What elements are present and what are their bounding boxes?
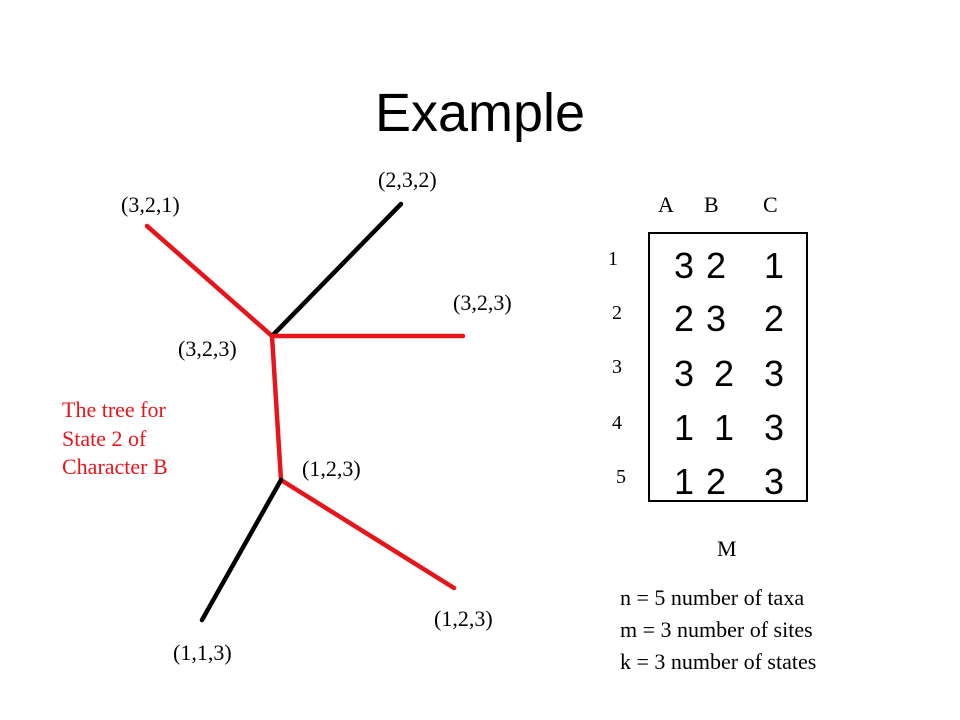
- matrix-row-number: 3: [612, 356, 622, 378]
- node-label-top-leaf: (2,3,2): [378, 167, 437, 192]
- caption-line: Character B: [62, 454, 168, 480]
- matrix-column-header: A: [658, 192, 674, 217]
- matrix-cell: 2: [763, 298, 785, 339]
- node-label-right-leaf: (3,2,3): [453, 290, 512, 315]
- matrix-cell: 3: [763, 407, 785, 448]
- parameter-list: n = 5 number of taxa m = 3 number of sit…: [620, 582, 816, 678]
- matrix-cell: 3: [763, 353, 785, 394]
- matrix-cell: 2: [673, 298, 695, 339]
- matrix-cell: 3: [705, 298, 727, 339]
- matrix-row-number: 4: [612, 412, 622, 434]
- parameter-line: k = 3 number of states: [620, 648, 817, 674]
- edge-bottom-left-leaf: [199, 477, 284, 623]
- parameter-line: n = 5 number of taxa: [620, 585, 805, 610]
- matrix-cell: 2: [705, 461, 727, 502]
- matrix-row-number: 5: [616, 466, 626, 488]
- parameter-line: m = 3 number of sites: [620, 616, 813, 642]
- edge-bottom-right-leaf: [278, 477, 457, 591]
- node-label-bottom-right-leaf: (1,2,3): [434, 606, 493, 631]
- caption-line: The tree for: [62, 397, 166, 422]
- matrix-cell: 1: [673, 407, 695, 448]
- edge-top-leaf: [269, 201, 404, 339]
- matrix-cell: 1: [673, 461, 695, 502]
- matrix-label: M: [717, 536, 737, 561]
- matrix-cell: 1: [763, 245, 785, 286]
- matrix-row-number: 2: [612, 302, 622, 324]
- matrix-row-number: 1: [608, 248, 618, 270]
- node-label-upper-internal: (3,2,3): [178, 336, 237, 361]
- tree-caption: The tree for State 2 of Character B: [62, 396, 168, 482]
- caption-line: State 2 of: [62, 425, 147, 451]
- node-label-lower-internal: (1,2,3): [302, 456, 361, 481]
- matrix-cell: 3: [673, 245, 695, 286]
- slide-title: Example: [374, 83, 586, 143]
- character-matrix: 3 2 1 2 3 2 3 2 3 1 1 3 1 2 3: [648, 232, 808, 502]
- matrix-cell: 1: [713, 407, 735, 448]
- edge-internal: [269, 333, 284, 483]
- matrix-column-header: B: [704, 192, 719, 217]
- node-label-bottom-left-leaf: (1,1,3): [173, 640, 232, 665]
- matrix-cell: 2: [713, 353, 735, 394]
- node-label-top-left-leaf: (3,2,1): [121, 192, 180, 217]
- matrix-cell: 3: [673, 353, 695, 394]
- edge-top-left-leaf: [144, 223, 275, 339]
- matrix-cell: 3: [763, 461, 785, 502]
- matrix-cell: 2: [705, 245, 727, 286]
- matrix-column-header: C: [763, 192, 778, 217]
